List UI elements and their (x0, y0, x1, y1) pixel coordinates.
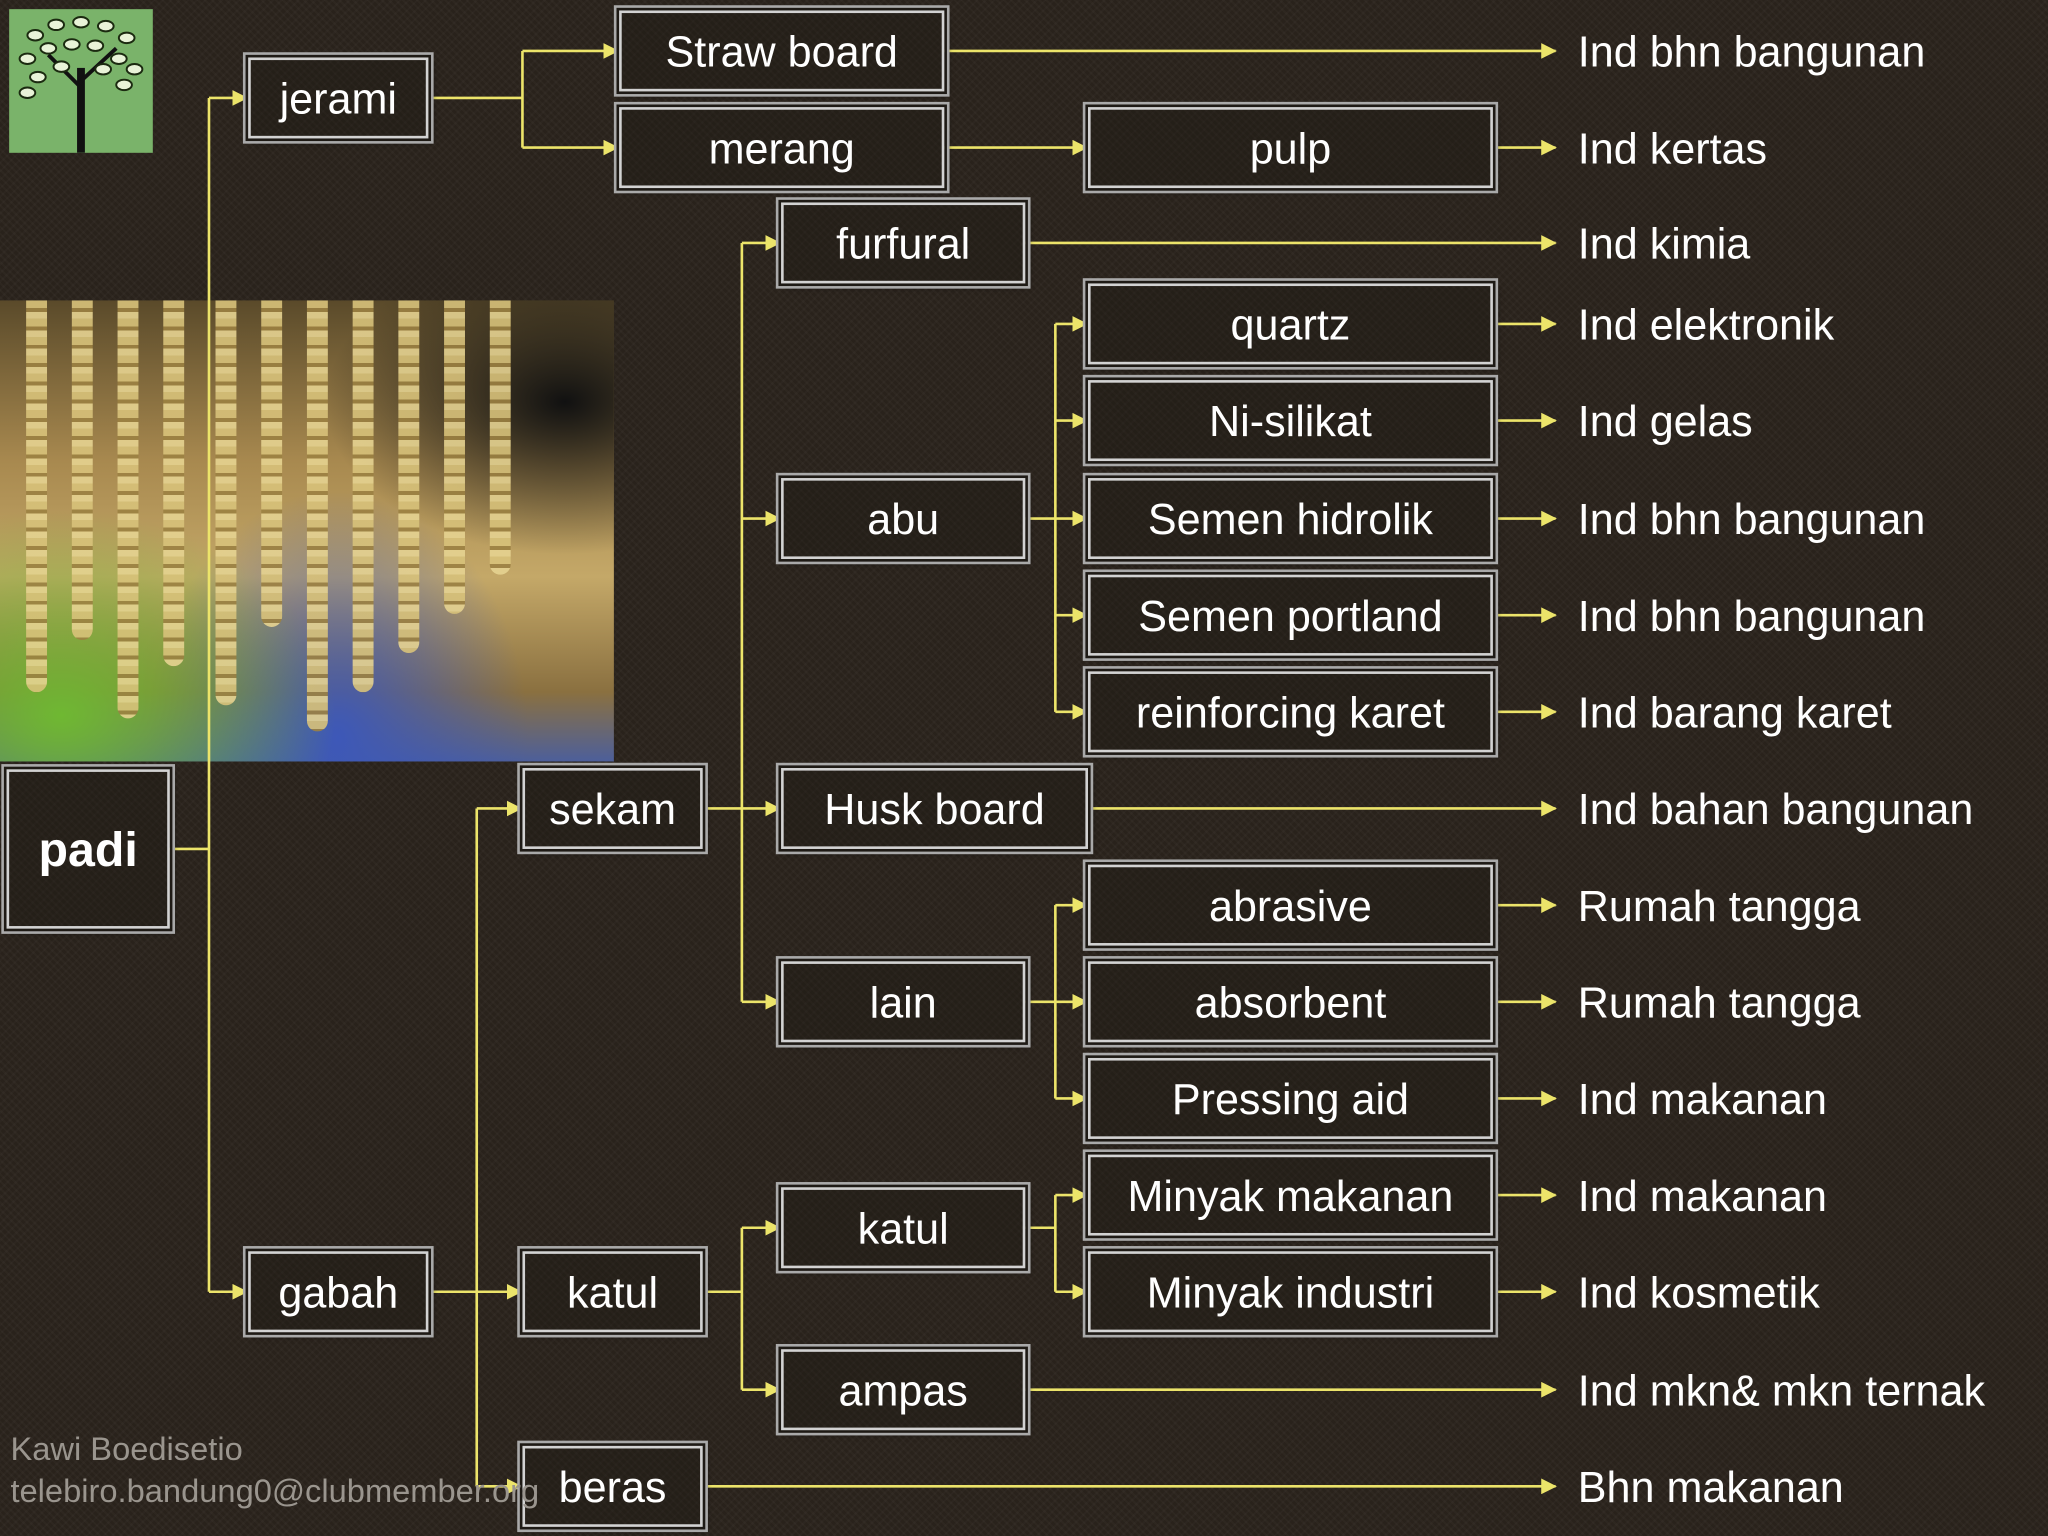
output-semen-portland: Ind bhn bangunan (1577, 591, 1926, 640)
node-ni-silikat: Ni-silikat (1087, 380, 1493, 462)
output-ni-silikat: Ind gelas (1577, 397, 1753, 446)
node-absorbent: absorbent (1087, 961, 1493, 1043)
node-sekam: sekam (522, 767, 703, 849)
output-absorbent: Rumah tangga (1577, 978, 1861, 1027)
output-beras: Bhn makanan (1577, 1462, 1844, 1512)
node-minyak-industri: Minyak industri (1087, 1251, 1493, 1333)
node-pulp: pulp (1087, 107, 1493, 189)
output-reinforcing-karet: Ind barang karet (1577, 688, 1892, 737)
node-beras: beras (522, 1445, 703, 1527)
output-minyak-makanan: Ind makanan (1577, 1171, 1828, 1220)
tree-logo (9, 9, 153, 153)
credit-author: Kawi Boedisetio (10, 1431, 243, 1469)
node-semen-portland: Semen portland (1087, 574, 1493, 656)
node-semen-hidrolik: Semen hidrolik (1087, 478, 1493, 560)
node-jerami: jerami (248, 57, 429, 139)
node-minyak-makanan: Minyak makanan (1087, 1154, 1493, 1236)
output-abrasive: Rumah tangga (1577, 881, 1861, 930)
output-straw-board: Ind bhn bangunan (1577, 27, 1926, 76)
tree-icon (18, 15, 144, 153)
node-pressing-aid: Pressing aid (1087, 1057, 1493, 1139)
node-lain: lain (781, 961, 1026, 1043)
output-semen-hidrolik: Ind bhn bangunan (1577, 495, 1926, 544)
node-katul: katul (522, 1251, 703, 1333)
node-gabah: gabah (248, 1251, 429, 1333)
output-pressing-aid: Ind makanan (1577, 1074, 1828, 1124)
output-quartz: Ind elektronik (1577, 300, 1835, 349)
node-furfural: furfural (781, 202, 1026, 284)
output-pulp: Ind kertas (1577, 124, 1768, 173)
node-reinforcing-karet: reinforcing karet (1087, 671, 1493, 753)
output-minyak-industri: Ind kosmetik (1577, 1268, 1820, 1317)
node-padi: padi (6, 769, 170, 929)
node-quartz: quartz (1087, 283, 1493, 365)
output-husk-board: Ind bahan bangunan (1577, 784, 1974, 834)
output-furfural: Ind kimia (1577, 219, 1751, 268)
node-merang: merang (619, 107, 945, 189)
node-abrasive: abrasive (1087, 864, 1493, 946)
node-katul-sub: katul (781, 1187, 1026, 1269)
node-ampas: ampas (781, 1349, 1026, 1431)
output-ampas: Ind mkn& mkn ternak (1577, 1366, 1986, 1415)
node-abu: abu (781, 478, 1026, 560)
credit-email: telebiro.bandung0@clubmember.org (10, 1473, 540, 1510)
rice-photo (0, 300, 614, 762)
node-straw-board: Straw board (619, 10, 945, 92)
node-husk-board: Husk board (781, 767, 1088, 849)
